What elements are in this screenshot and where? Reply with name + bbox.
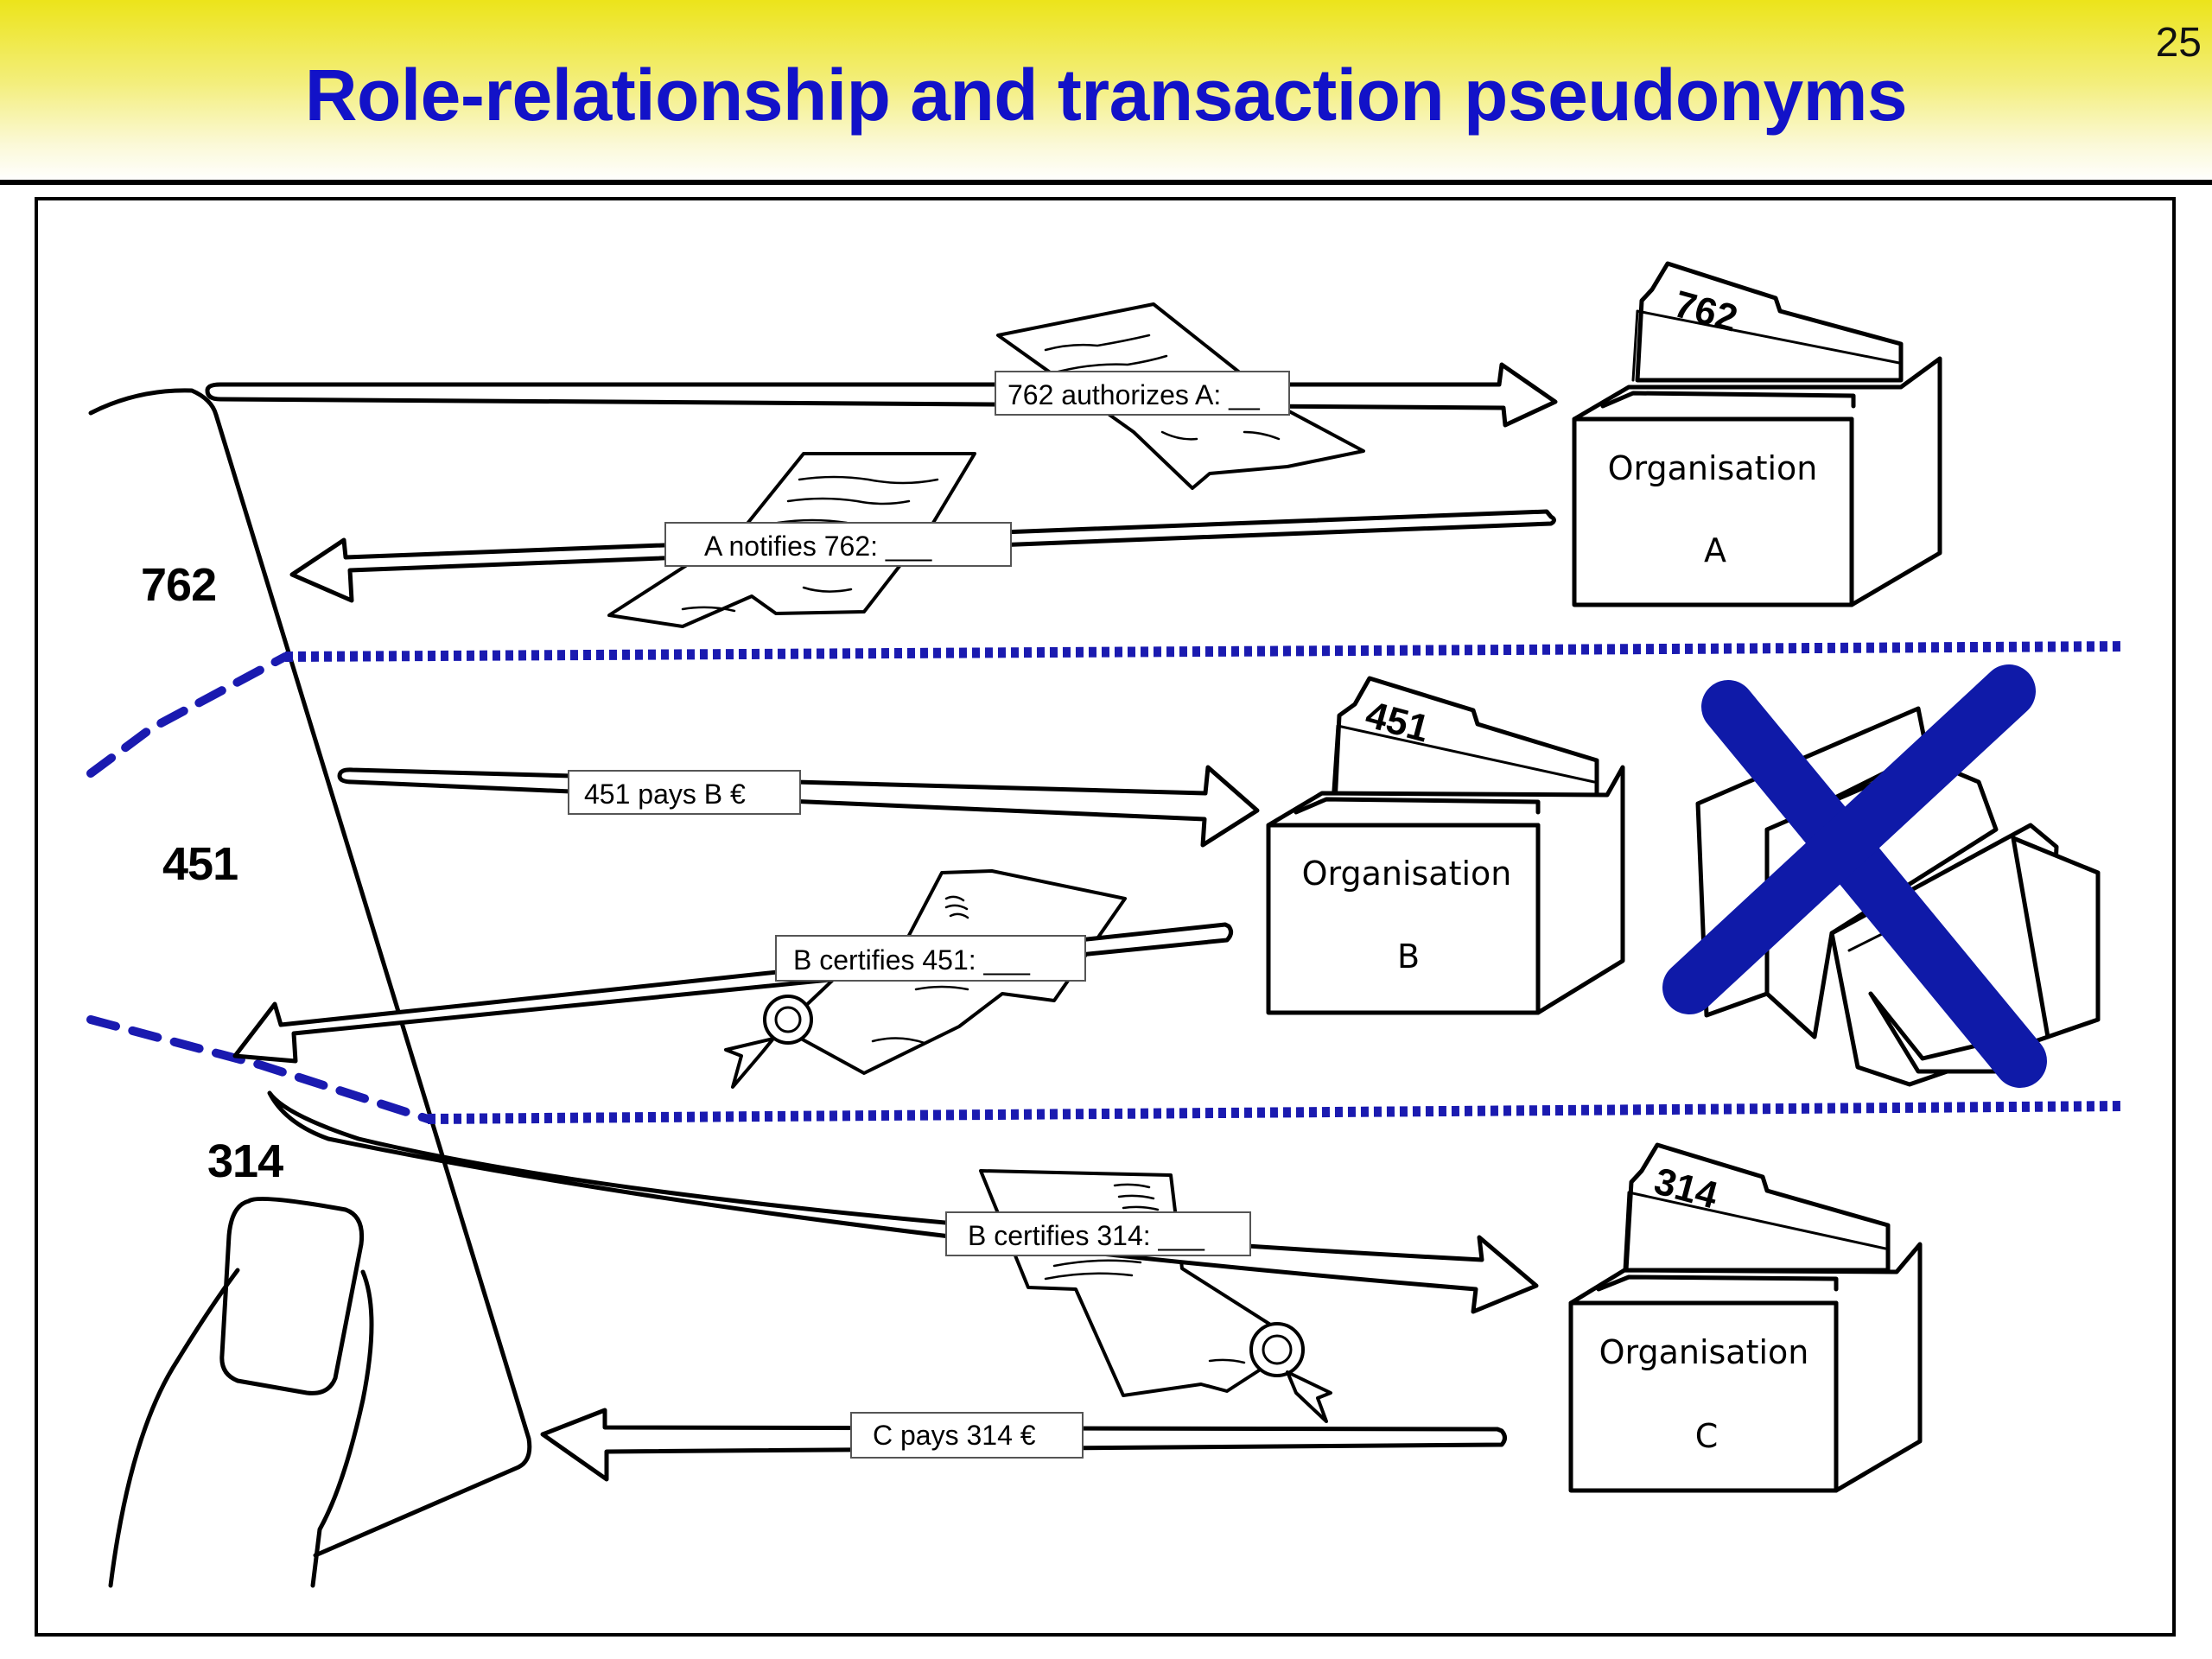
organisation-b-letter: B: [1397, 938, 1420, 976]
message-label: 451 pays B €: [568, 770, 801, 815]
header-rule: [0, 180, 2212, 185]
message-label: B certifies 451: ___: [775, 935, 1086, 982]
organisation-folder-box-icon: 451 Organisation B: [1266, 676, 1625, 1015]
arrow-762-to-a: [205, 362, 1558, 428]
organisation-folder-box-icon: 762 Organisation A: [1572, 261, 1942, 607]
organisation-a-letter: A: [1704, 531, 1726, 569]
organisation-folder-box-icon: 314 Organisation C: [1568, 1142, 1923, 1493]
separator-lines: [86, 641, 2125, 1124]
message-b-certifies-451: B certifies 451: ___: [793, 944, 1031, 976]
organisation-c-letter: C: [1695, 1417, 1719, 1455]
message-label: A notifies 762: ___: [664, 522, 1012, 567]
pseudonym-762: 762: [141, 559, 216, 611]
hand-holding-card-icon: [88, 388, 532, 1588]
pseudonym-451: 451: [162, 838, 238, 890]
pseudonym-314: 314: [207, 1135, 283, 1187]
message-label: C pays 314 €: [850, 1412, 1084, 1459]
organisation-a-name: Organisation: [1608, 449, 1818, 487]
page-number: 25: [2155, 20, 2202, 66]
organisation-c-name: Organisation: [1599, 1333, 1809, 1371]
message-b-certifies-314: B certifies 314: ___: [968, 1220, 1205, 1251]
message-762-authorizes-a: 762 authorizes A: __: [1007, 379, 1261, 410]
cancel-cross-icon: [1662, 664, 2047, 1088]
slide-title: Role-relationship and transaction pseudo…: [304, 54, 1908, 136]
message-c-pays-314: C pays 314 €: [873, 1420, 1036, 1451]
arrow-314-to-c: [267, 1090, 1539, 1314]
diagram-frame: [35, 197, 2176, 1637]
organisation-b-name: Organisation: [1302, 855, 1512, 893]
message-label: 762 authorizes A: __: [995, 371, 1290, 416]
message-label: B certifies 314: ___: [945, 1211, 1251, 1256]
message-a-notifies-762: A notifies 762: ___: [704, 531, 933, 562]
message-451-pays-b: 451 pays B €: [584, 779, 746, 810]
certificate-seal-icon: [979, 1169, 1332, 1423]
arrow-a-to-762: [289, 509, 1556, 603]
slide-header: [0, 0, 2212, 181]
